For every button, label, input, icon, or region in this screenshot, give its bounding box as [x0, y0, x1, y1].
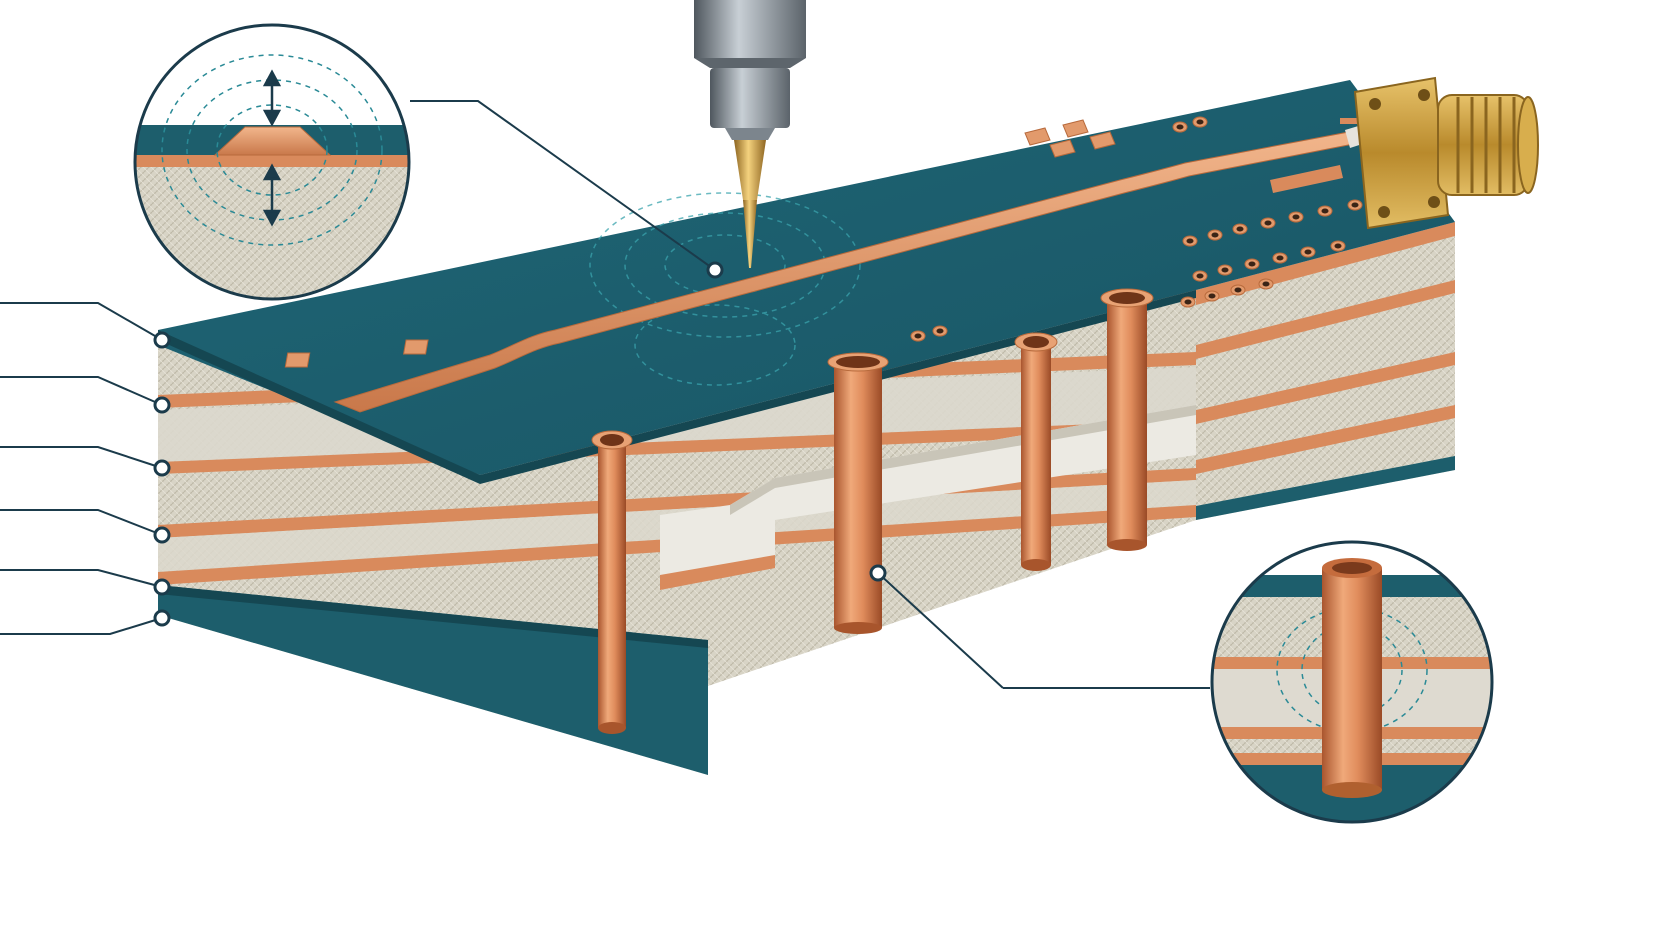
via-pad: [1204, 290, 1220, 302]
via-pad: [1272, 252, 1288, 264]
via-pad: [1258, 278, 1274, 290]
pcb-block: [0, 80, 1455, 775]
via-pad-array: [910, 116, 1423, 342]
plated-via-icon: [591, 430, 633, 734]
layer-marker: [0, 302, 171, 349]
via-pad: [1192, 116, 1208, 128]
via-pad: [932, 325, 948, 337]
via-pad: [1288, 211, 1304, 223]
rf-probe-icon: [694, 0, 806, 268]
via-pad: [1172, 121, 1188, 133]
via-pad: [1180, 296, 1196, 308]
via-pad: [1207, 229, 1223, 241]
trace-detail-callout: [133, 23, 411, 301]
via-pad: [1260, 217, 1276, 229]
via-pad: [1217, 264, 1233, 276]
layer-marker: [0, 376, 171, 414]
cutaway-cavity: [660, 405, 1196, 585]
plated-via-icon: [1014, 332, 1058, 571]
smd-pads: [284, 119, 1116, 368]
layer-marker: [0, 446, 171, 477]
layer-marker: [0, 609, 171, 635]
layer-marker: [0, 509, 171, 544]
via-pad: [1192, 270, 1208, 282]
via-pad: [1347, 199, 1363, 211]
plated-via-icon: [827, 352, 889, 634]
via-pad: [1330, 240, 1346, 252]
via-pad: [1317, 205, 1333, 217]
leader-lines: [410, 100, 1210, 689]
sma-connector-icon: [1340, 76, 1539, 230]
via-pad: [1300, 246, 1316, 258]
plated-vias: [591, 288, 1154, 734]
via-pad: [1244, 258, 1260, 270]
via-pad: [1230, 284, 1246, 296]
via-detail-callout: [1210, 540, 1494, 824]
plated-via-icon: [1100, 288, 1154, 551]
layer-marker: [0, 569, 171, 596]
layer-markers: [0, 302, 171, 635]
via-pad: [1232, 223, 1248, 235]
via-pad: [910, 330, 926, 342]
via-pad: [1182, 235, 1198, 247]
